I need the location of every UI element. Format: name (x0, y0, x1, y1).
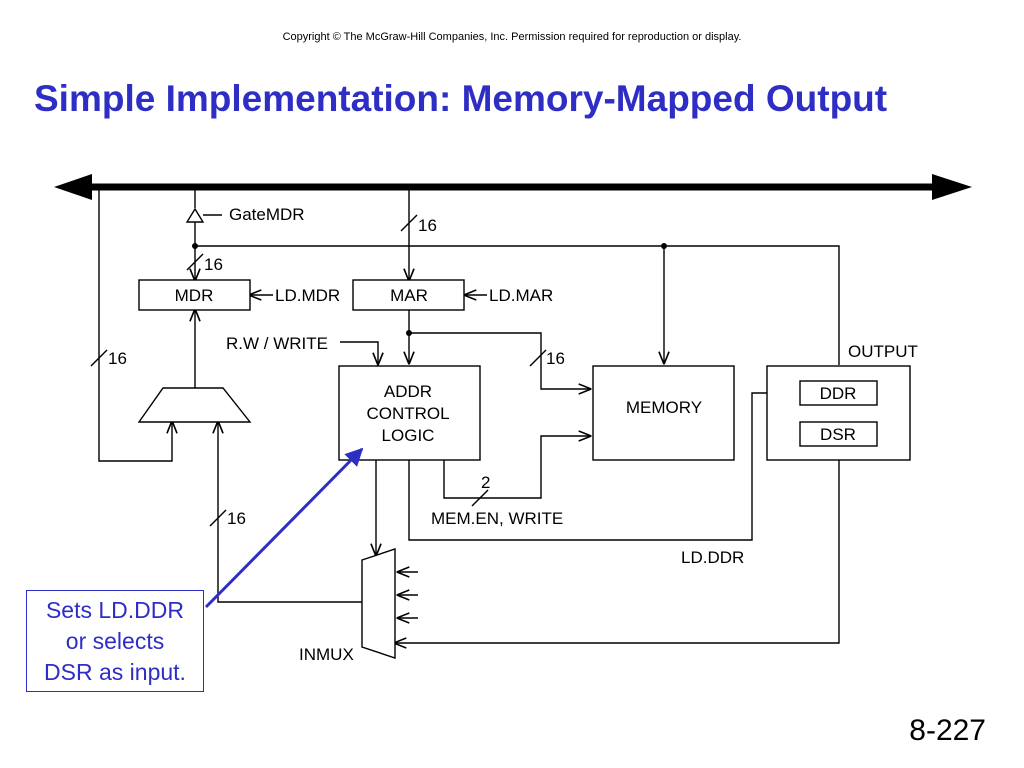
rw-wire (340, 341, 378, 364)
inmux-output-wire (218, 422, 362, 603)
bus-width-mux: 16 (227, 509, 246, 528)
ddr-label: DDR (820, 384, 857, 403)
bus-width-memory: 16 (546, 349, 565, 368)
left-bus-wire (98, 187, 172, 462)
ld-mdr-label: LD.MDR (275, 286, 340, 305)
gate-mdr-label: GateMDR (229, 205, 305, 224)
dsr-label: DSR (820, 425, 856, 444)
system-bus (54, 174, 972, 200)
slide-number: 8-227 (909, 714, 986, 747)
mdr-box (138, 279, 251, 311)
bus-width-mar: 16 (418, 216, 437, 235)
tristate-buffer (185, 207, 205, 223)
rw-label: R.W / WRITE (226, 334, 328, 353)
callout-line-2: or selects (65, 628, 165, 654)
addr-control-logic-box (338, 365, 481, 461)
ddr-box (799, 380, 878, 406)
wires (90, 187, 840, 643)
callout-line-1: Sets LD.DDR (45, 597, 185, 623)
callout-arrow (204, 447, 364, 609)
ld-mar-label: LD.MAR (489, 286, 553, 305)
mem-en-label: MEM.EN, WRITE (431, 509, 563, 528)
memory-label: MEMORY (626, 398, 702, 417)
dsr-box (799, 421, 878, 447)
addr-label-line1: ADDR (384, 382, 432, 401)
addr-label-line3: LOGIC (382, 426, 435, 445)
bus-width-control: 2 (481, 473, 490, 492)
mdr-label: MDR (175, 286, 214, 305)
bus-width-mdr: 16 (204, 255, 223, 274)
output-label: OUTPUT (848, 342, 918, 361)
addr-label-line2: CONTROL (366, 404, 449, 423)
slide-title: Simple Implementation: Memory-Mapped Out… (34, 78, 888, 119)
inmux-label: INMUX (299, 645, 354, 664)
memory-box (592, 365, 735, 461)
mar-label: MAR (390, 286, 428, 305)
callout-box: Sets LD.DDR or selects DSR as input. (26, 590, 204, 692)
copyright-notice: Copyright © The McGraw-Hill Companies, I… (282, 31, 742, 43)
callout-line-3: DSR as input. (44, 659, 186, 685)
mem-en-wire (443, 436, 590, 499)
bus-width-left: 16 (108, 349, 127, 368)
ld-ddr-label: LD.DDR (681, 548, 744, 567)
dsr-wire (395, 446, 840, 643)
inmux (361, 548, 396, 659)
mar-box (352, 279, 465, 311)
mdr-input-mux (137, 387, 252, 423)
